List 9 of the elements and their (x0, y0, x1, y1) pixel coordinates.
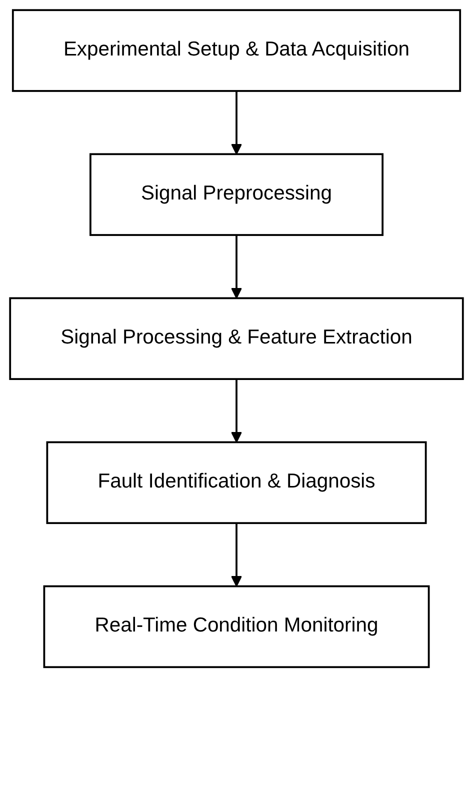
arrow (230, 379, 242, 443)
node-box: Signal Processing & Feature Extraction (9, 297, 464, 380)
arrow (230, 90, 242, 155)
node-box: Fault Identification & Diagnosis (46, 441, 427, 524)
node-box: Real-Time Condition Monitoring (43, 585, 430, 668)
node-box: Experimental Setup & Data Acquisition (12, 9, 462, 92)
arrow (230, 235, 242, 299)
arrow (230, 523, 242, 587)
node-box: Signal Preprocessing (90, 153, 384, 236)
